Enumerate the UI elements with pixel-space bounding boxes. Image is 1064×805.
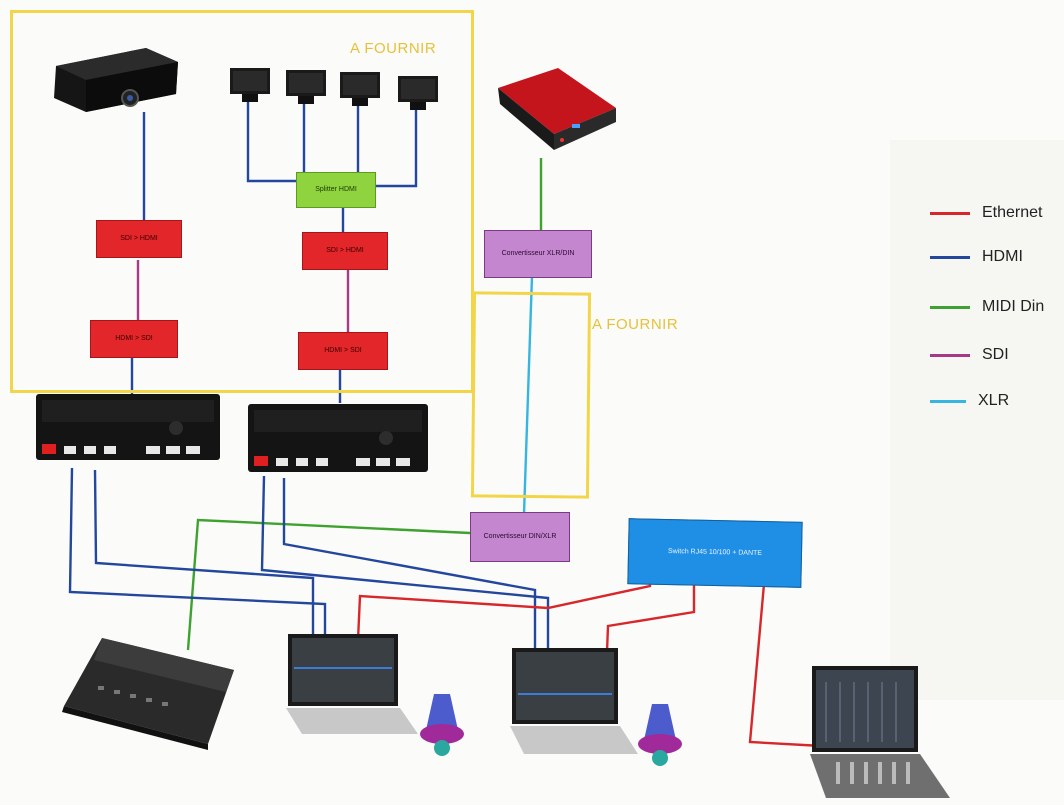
monitor-icon xyxy=(340,72,380,106)
hdmi-sdi-converter-1-label: HDMI > SDI xyxy=(115,335,153,342)
audio-dongle-icon xyxy=(638,704,682,766)
xlr-din-converter: Convertisseur XLR/DIN xyxy=(484,230,592,278)
legend-item-midi: MIDI Din xyxy=(930,298,1044,316)
hdmi-sdi-converter-2: HDMI > SDI xyxy=(298,332,388,370)
hdmi-splitter-label: Splitter HDMI xyxy=(315,186,357,193)
midi-interface-icon xyxy=(498,68,616,150)
legend-label-xlr: XLR xyxy=(978,392,1010,409)
ethernet-line-mixer xyxy=(748,583,823,748)
laptop-icon xyxy=(510,648,638,754)
legend-item-xlr: XLR xyxy=(930,392,1009,410)
legend-label-ethernet: Ethernet xyxy=(982,204,1043,221)
sdi-hdmi-converter-2: SDI > HDMI xyxy=(302,232,388,270)
sdi-hdmi-converter-2-label: SDI > HDMI xyxy=(326,247,364,254)
monitor-icon xyxy=(230,68,270,102)
xlr-line xyxy=(522,275,534,515)
legend-label-hdmi: HDMI xyxy=(982,248,1023,265)
laptop-icon xyxy=(286,634,418,734)
legend: Ethernet HDMI MIDI Din SDI XLR xyxy=(930,200,1064,420)
video-recorder-icon xyxy=(248,404,428,472)
network-switch-label: Switch RJ45 10/100 + DANTE xyxy=(667,548,763,557)
legend-label-midi: MIDI Din xyxy=(982,298,1045,315)
monitor-icon xyxy=(286,70,326,104)
supply-frame-main-label: A FOURNIR xyxy=(350,40,437,57)
hdmi-line-rec1-b xyxy=(93,469,315,636)
midi-line-console xyxy=(186,518,471,651)
legend-swatch-ethernet xyxy=(930,211,970,215)
sdi-hdmi-converter-1-label: SDI > HDMI xyxy=(120,235,158,242)
ethernet-line-laptop2 xyxy=(605,580,696,653)
lighting-console-icon xyxy=(62,638,234,750)
monitor-icon xyxy=(398,76,438,110)
hdmi-line-rec1-a xyxy=(68,467,327,636)
network-switch: Switch RJ45 10/100 + DANTE xyxy=(627,518,803,588)
video-recorder-icon xyxy=(36,394,220,460)
legend-label-sdi: SDI xyxy=(982,346,1009,363)
supply-frame-main xyxy=(10,10,474,393)
hdmi-sdi-converter-1: HDMI > SDI xyxy=(90,320,178,358)
supply-frame-xlr xyxy=(470,291,592,499)
din-xlr-converter: Convertisseur DIN/XLR xyxy=(470,512,570,562)
hdmi-sdi-converter-2-label: HDMI > SDI xyxy=(324,347,362,354)
hdmi-line-monitor-4 xyxy=(375,110,418,188)
hdmi-line-rec2-b xyxy=(282,478,537,656)
xlr-din-converter-label: Convertisseur XLR/DIN xyxy=(501,250,575,257)
background-sheet xyxy=(890,140,1064,700)
legend-swatch-hdmi xyxy=(930,255,970,259)
legend-item-ethernet: Ethernet xyxy=(930,204,1042,222)
hdmi-line-rec2-a xyxy=(260,475,550,656)
legend-item-hdmi: HDMI xyxy=(930,248,1023,266)
sdi-hdmi-converter-1: SDI > HDMI xyxy=(96,220,182,258)
legend-swatch-sdi xyxy=(930,353,970,357)
legend-item-sdi: SDI xyxy=(930,346,1009,364)
hdmi-line-monitor-1 xyxy=(246,100,298,183)
projector-icon xyxy=(54,48,178,112)
mixer-laptop-icon xyxy=(810,666,950,798)
legend-swatch-xlr xyxy=(930,399,966,403)
hdmi-splitter: Splitter HDMI xyxy=(296,172,376,208)
legend-swatch-midi xyxy=(930,305,970,309)
din-xlr-converter-label: Convertisseur DIN/XLR xyxy=(483,533,557,540)
audio-dongle-icon xyxy=(420,694,464,756)
supply-frame-xlr-label: A FOURNIR xyxy=(592,316,679,333)
